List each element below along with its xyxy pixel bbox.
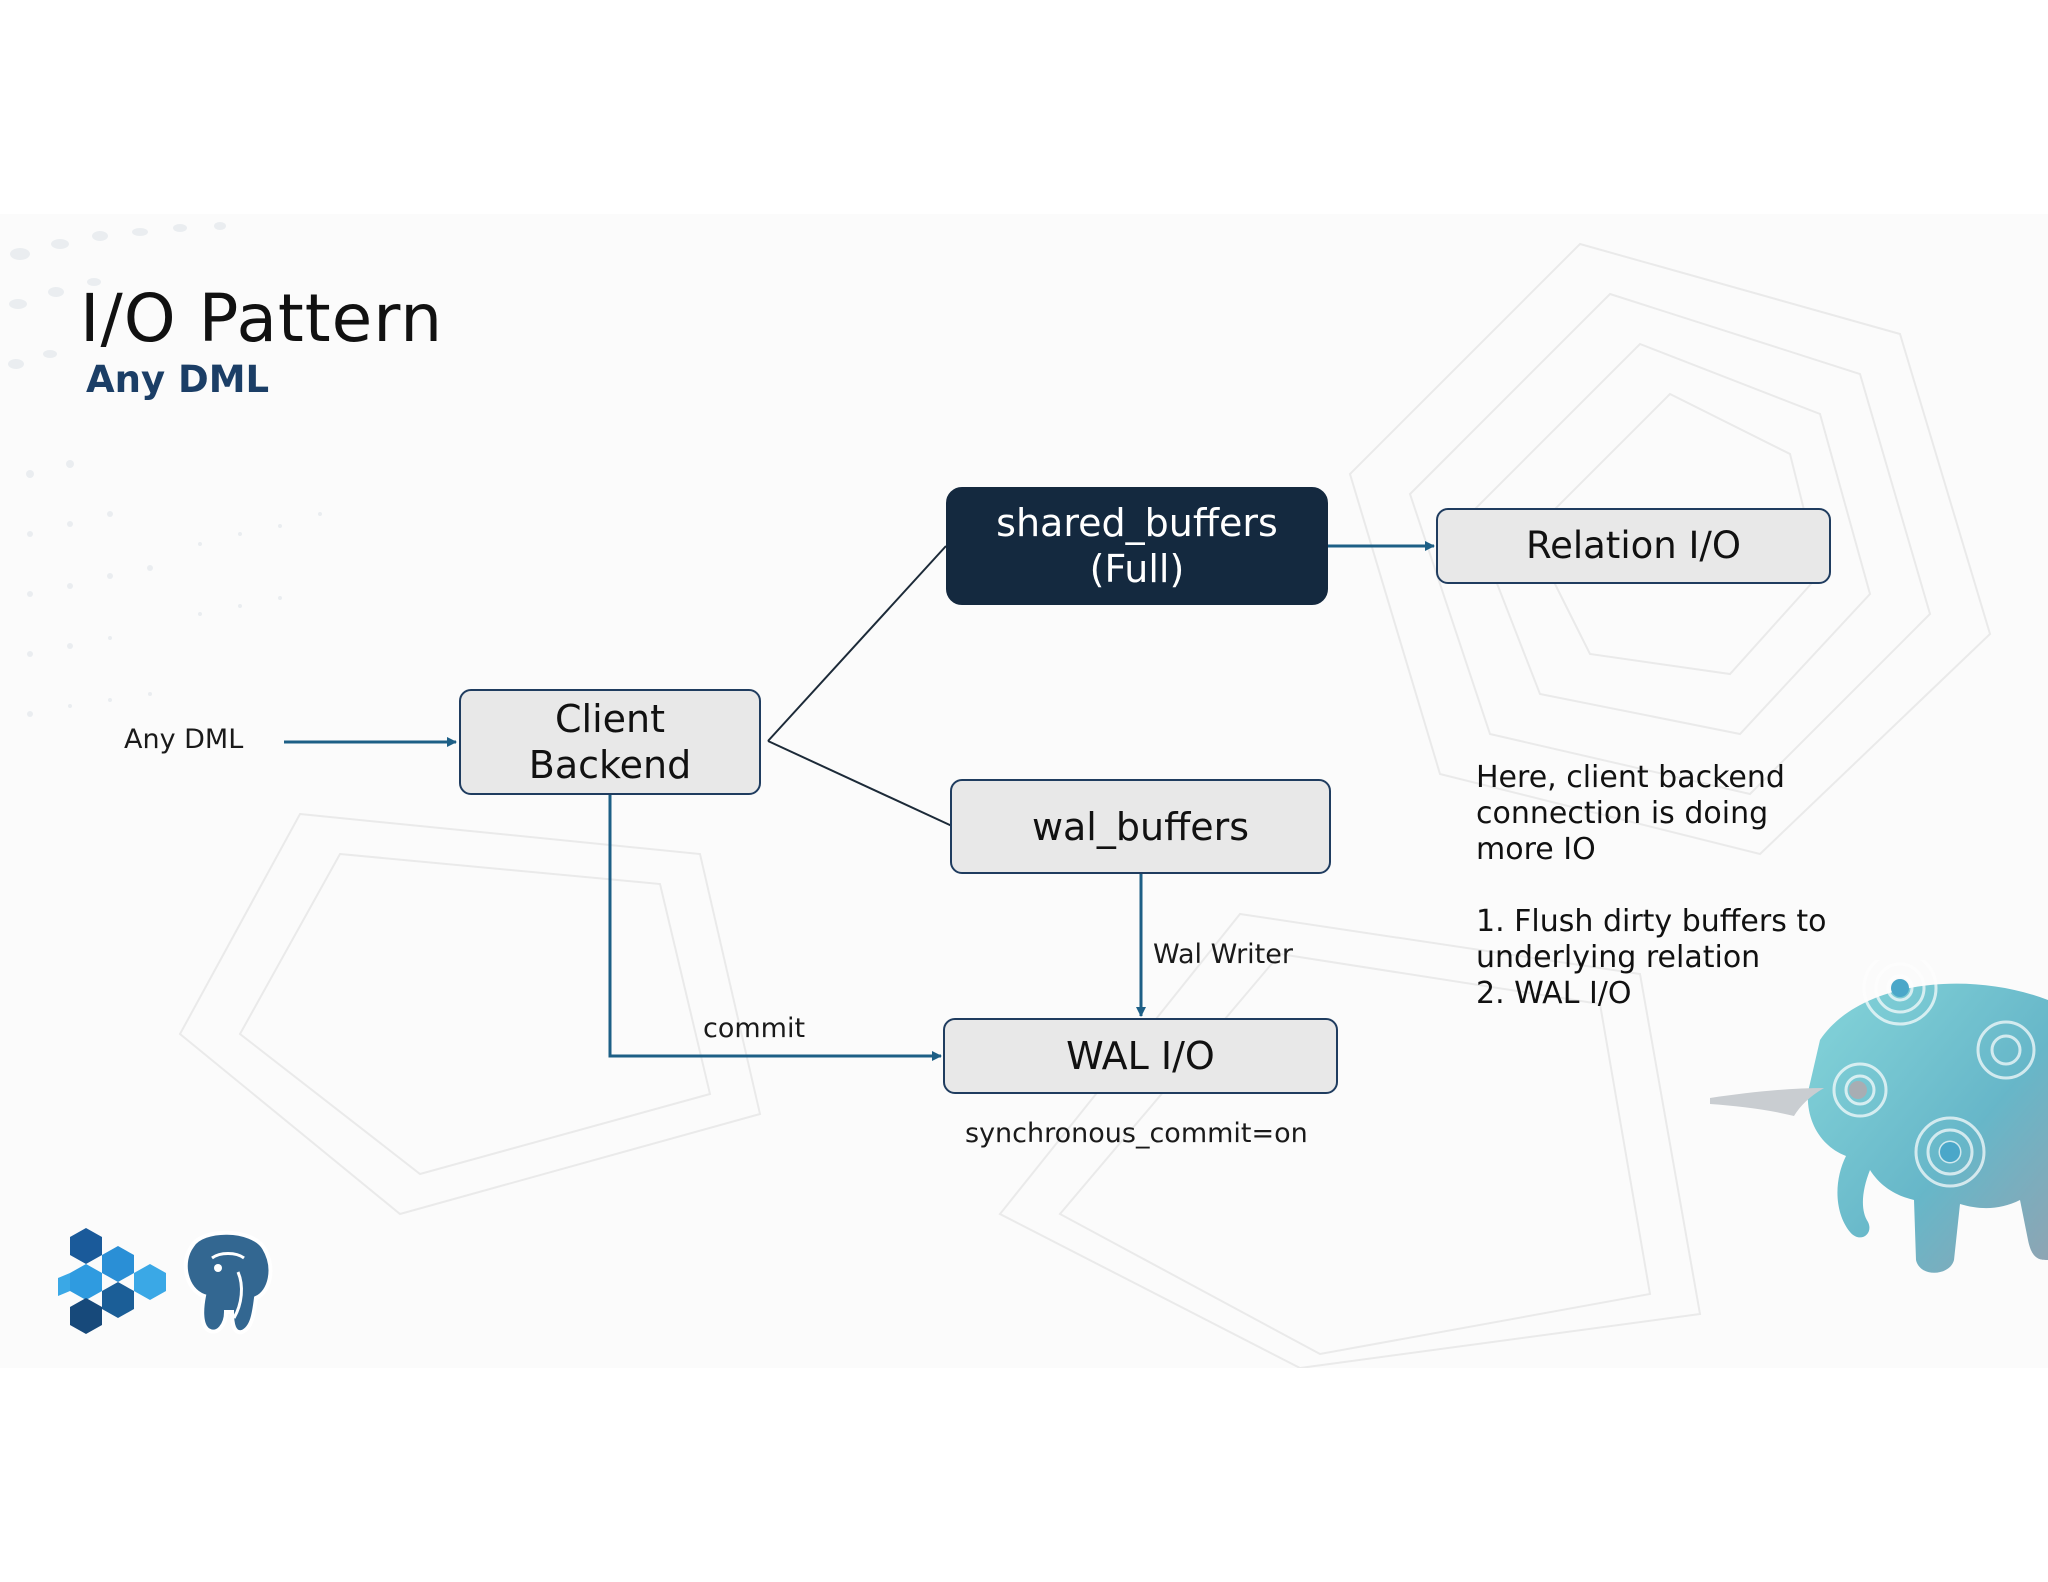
slide-subtitle: Any DML [86,358,270,401]
wal-buffers-label: wal_buffers [1031,804,1250,849]
slide-title: I/O Pattern [80,280,444,357]
note-list: 1. Flush dirty buffers to underlying rel… [1476,904,1827,1011]
shared-buffers-label: shared_buffers (Full) [996,501,1278,591]
input-label: Any DML [124,724,244,755]
wal-buffers-node: wal_buffers [950,779,1331,874]
edge-client-to-wal-buffers [767,740,953,827]
client-backend-label: Client Backend [528,697,692,787]
wal-io-node: WAL I/O [943,1018,1338,1094]
wal-writer-label: Wal Writer [1153,939,1293,970]
wal-io-label: WAL I/O [1066,1034,1215,1078]
background-pattern [8,222,1992,1368]
hexagon-cluster-logo-icon [58,1228,166,1334]
teal-elephant-illustration-icon [1710,960,2048,1273]
relation-io-label: Relation I/O [1526,524,1741,567]
synchronous-commit-label: synchronous_commit=on [965,1118,1308,1149]
postgresql-elephant-logo-icon [183,1230,273,1335]
commit-label: commit [703,1013,806,1044]
edge-client-to-shared-buffers [767,545,947,742]
explanation-note: Here, client backend connection is doing… [1476,760,1896,1012]
client-backend-node: Client Backend [459,689,761,795]
edge-commit [608,794,942,1061]
relation-io-node: Relation I/O [1436,508,1831,584]
shared-buffers-node: shared_buffers (Full) [946,487,1328,605]
note-intro: Here, client backend connection is doing… [1476,760,1785,867]
